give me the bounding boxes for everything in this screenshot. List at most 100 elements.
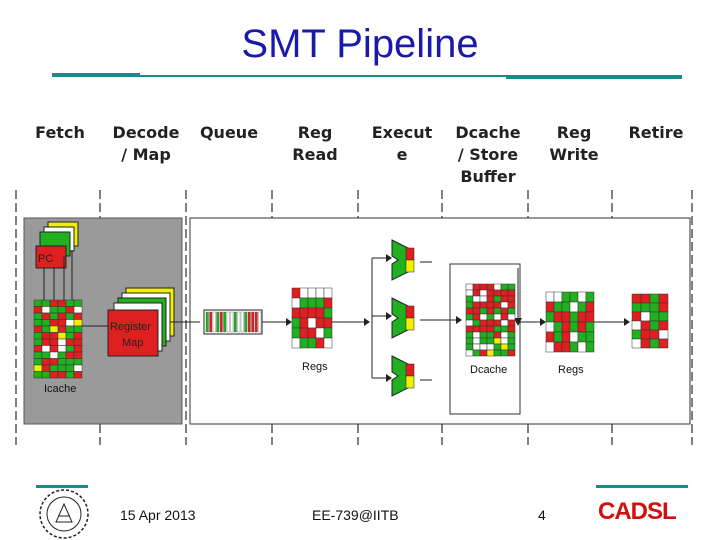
- dcache-grid-cell: [500, 319, 509, 327]
- pc-label: PC: [38, 253, 53, 265]
- regread-grid-cell: [299, 327, 309, 339]
- dcache-grid-cell: [493, 325, 502, 333]
- regwrite-grid-cell: [553, 341, 563, 353]
- retire-grid-cell: [631, 293, 642, 304]
- alu-latch-red: [405, 363, 415, 377]
- regread-grid-cell: [323, 317, 333, 329]
- icache-grid-cell: [73, 306, 83, 314]
- map-card-1: [107, 309, 159, 357]
- dcache-grid-cell: [465, 343, 474, 351]
- dcache-grid-cell: [479, 313, 488, 321]
- execute-fanout: [332, 257, 388, 379]
- stage-execute-text: Execut e: [371, 123, 433, 164]
- queue-entry: [226, 311, 230, 333]
- retire-grid-cell: [640, 293, 651, 304]
- retire-grid-cell: [631, 329, 642, 340]
- retire-grid-cell: [640, 329, 651, 340]
- regread-grid-cell: [323, 297, 333, 309]
- stage-label-execute: Execut e: [364, 122, 440, 166]
- regread-grid-cell: [299, 297, 309, 309]
- dcache-grid-cell: [486, 349, 495, 357]
- regwrite-grid-cell: [545, 321, 555, 333]
- instruction-queue: [203, 309, 263, 335]
- icache-grid-cell: [57, 351, 67, 359]
- icache-grid-cell: [73, 345, 83, 353]
- icache-label: Icache: [44, 383, 76, 395]
- dcache-grid-cell: [500, 313, 509, 321]
- pc-icache-lines: [43, 250, 73, 300]
- regread-grid-cell: [299, 287, 309, 299]
- icache-grid-cell: [41, 351, 51, 359]
- dcache-grid-cell: [500, 325, 509, 333]
- regwrite-grid-cell: [553, 311, 563, 323]
- icache-grid-cell: [41, 319, 51, 327]
- dcache-grid: [465, 283, 516, 357]
- icache-grid-cell: [41, 358, 51, 366]
- pc-registers: PC: [35, 221, 79, 269]
- icache-grid-cell: [65, 371, 75, 379]
- icache-grid-cell: [49, 338, 59, 346]
- retire-grid-cell: [658, 329, 669, 340]
- regwrite-grid-cell: [569, 331, 579, 343]
- icache-grid-cell: [33, 299, 43, 307]
- regread-grid-cell: [307, 337, 317, 349]
- icache-grid-cell: [65, 332, 75, 340]
- dcache-grid-cell: [465, 301, 474, 309]
- title-underline-left: [52, 73, 140, 77]
- alu-outputs: [420, 261, 458, 381]
- retire-grid-cell: [631, 311, 642, 322]
- dcache-grid-cell: [493, 319, 502, 327]
- icache-grid-cell: [73, 351, 83, 359]
- icache-grid-cell: [57, 306, 67, 314]
- retire-grid-cell: [649, 338, 660, 349]
- queue-entry: [244, 311, 248, 333]
- regread-grid-cell: [307, 327, 317, 339]
- dcache-grid-cell: [493, 301, 502, 309]
- dcache-grid-cell: [493, 343, 502, 351]
- regwrite-grid-cell: [561, 341, 571, 353]
- title-underline-middle: [140, 75, 506, 77]
- dcache-grid-cell: [486, 343, 495, 351]
- dcache-grid-cell: [472, 319, 481, 327]
- icache-grid-cell: [33, 371, 43, 379]
- regread-grid-cell: [291, 327, 301, 339]
- dcache-grid-cell: [500, 307, 509, 315]
- regwrite-grid-cell: [553, 301, 563, 313]
- icache-grid-cell: [73, 312, 83, 320]
- regwrite-grid-cell: [585, 341, 595, 353]
- regwrite-grid-cell: [561, 331, 571, 343]
- regread-grid-cell: [315, 317, 325, 329]
- queue-entry: [205, 311, 209, 333]
- retire-grid-cell: [640, 302, 651, 313]
- dcache-grid-cell: [507, 313, 516, 321]
- dcache-grid-cell: [465, 295, 474, 303]
- dcache-grid-cell: [507, 349, 516, 357]
- footer-accent-line: [36, 485, 88, 488]
- dcache-grid-cell: [493, 289, 502, 297]
- stage-label-retire: Retire: [618, 122, 694, 144]
- dcache-grid-cell: [500, 283, 509, 291]
- regwrite-grid-cell: [585, 321, 595, 333]
- icache-grid-cell: [73, 338, 83, 346]
- icache-grid-cell: [73, 332, 83, 340]
- register-map-label-1: Register: [110, 321, 151, 333]
- regwrite-grid-cell: [569, 291, 579, 303]
- dcache-grid-cell: [486, 289, 495, 297]
- regwrite-grid-cell: [561, 291, 571, 303]
- logo-emblem: [55, 502, 73, 523]
- stage-label-reg-read: Reg Read: [278, 122, 352, 166]
- queue-entry: [254, 311, 258, 333]
- dcache-grid-cell: [486, 283, 495, 291]
- dcache-grid-cell: [507, 283, 516, 291]
- exec-arrowhead-0: [364, 318, 370, 326]
- exec-arrowheads: [364, 254, 392, 382]
- retire-grid-cell: [658, 302, 669, 313]
- regread-grid-cell: [315, 287, 325, 299]
- regwrite-grid-cell: [553, 331, 563, 343]
- exec-arrowhead-3: [386, 374, 392, 382]
- dcache-grid-cell: [465, 337, 474, 345]
- icache-grid-cell: [33, 351, 43, 359]
- icache-grid-cell: [57, 299, 67, 307]
- icache-grid-cell: [41, 345, 51, 353]
- dcache-grid-cell: [507, 295, 516, 303]
